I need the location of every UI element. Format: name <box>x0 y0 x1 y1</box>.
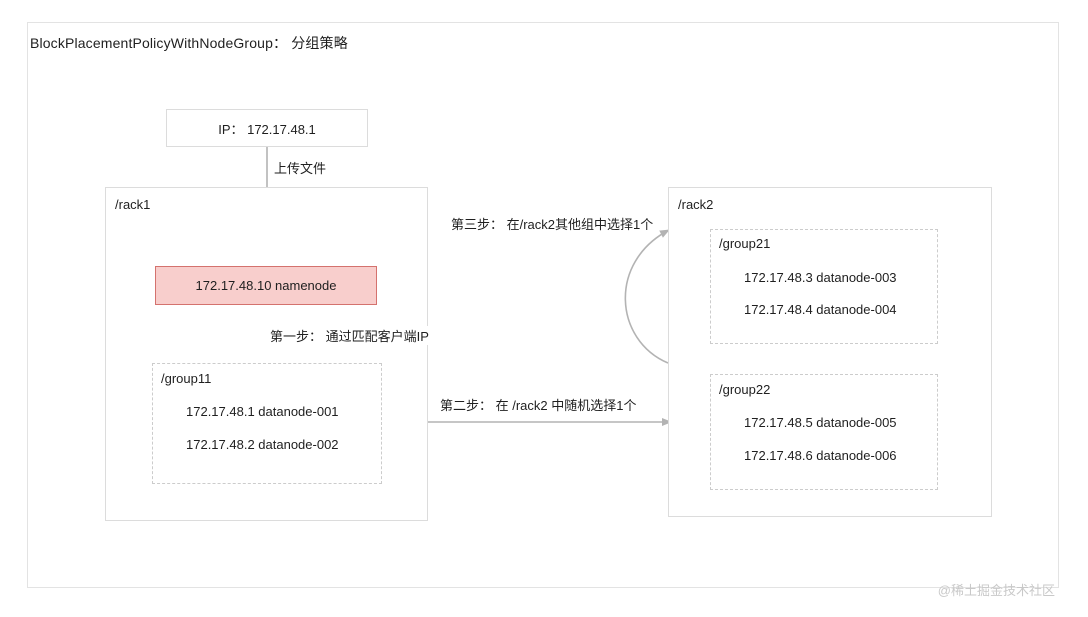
rack1-container <box>105 187 428 521</box>
group22-label: /group22 <box>719 382 771 397</box>
list-item: 172.17.48.4 datanode-004 <box>744 302 897 317</box>
list-item: 172.17.48.3 datanode-003 <box>744 270 897 285</box>
group21-label: /group21 <box>719 236 771 251</box>
edge-label-step1: 第一步： 通过匹配客户端IP <box>268 326 431 345</box>
group21-container <box>710 229 938 344</box>
namenode-box: 172.17.48.10 namenode <box>155 266 377 305</box>
rack2-label: /rack2 <box>678 197 714 212</box>
group11-container <box>152 363 382 484</box>
list-item: 172.17.48.5 datanode-005 <box>744 415 897 430</box>
rack1-label: /rack1 <box>115 197 151 212</box>
namenode-label: 172.17.48.10 namenode <box>195 278 337 293</box>
edge-label-upload: 上传文件 <box>272 158 329 177</box>
group22-container <box>710 374 938 490</box>
edge-label-step3: 第三步： 在/rack2其他组中选择1个 <box>449 214 656 233</box>
list-item: 172.17.48.6 datanode-006 <box>744 448 897 463</box>
client-ip-box: IP： 172.17.48.1 <box>166 109 368 147</box>
client-ip-label: IP： 172.17.48.1 <box>218 121 316 137</box>
list-item: 172.17.48.2 datanode-002 <box>186 437 339 452</box>
group11-label: /group11 <box>161 371 212 386</box>
list-item: 172.17.48.1 datanode-001 <box>186 404 339 419</box>
watermark: @稀土掘金技术社区 <box>937 583 1055 598</box>
rack2-container <box>668 187 992 517</box>
edge-label-step2: 第二步： 在 /rack2 中随机选择1个 <box>438 395 639 414</box>
diagram-title: BlockPlacementPolicyWithNodeGroup： 分组策略 <box>30 35 348 51</box>
